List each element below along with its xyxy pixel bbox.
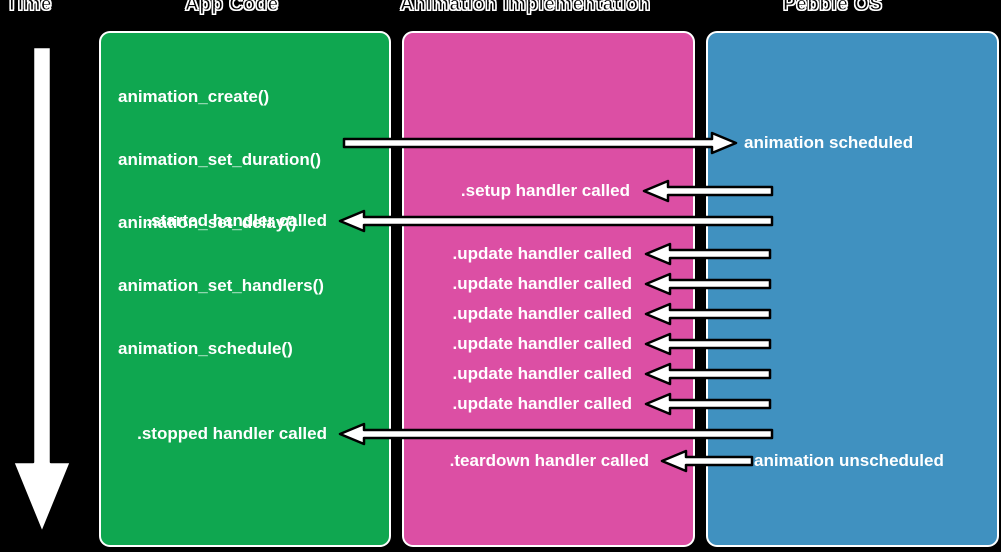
column-header-time: Time [5, 0, 53, 16]
message-label-update-handler: .update handler called [452, 334, 633, 353]
message-row: animation scheduled [0, 130, 1001, 156]
code-line: animation_create() [118, 87, 270, 106]
message-row: .teardown handler called animation unsch… [0, 448, 1001, 474]
message-label-update-handler: .update handler called [452, 304, 633, 323]
message-row: .update handler called [0, 241, 1001, 267]
message-row: .update handler called [0, 271, 1001, 297]
lane-app-code [101, 33, 389, 545]
message-label-stopped-handler: .stopped handler called [137, 424, 327, 443]
time-arrow-icon [11, 45, 73, 535]
message-label-update-handler: .update handler called [452, 364, 633, 383]
column-header-animation-implementation: Animation Implementation [400, 0, 651, 16]
arrow-left-icon [338, 422, 774, 446]
message-row: .update handler called [0, 331, 1001, 357]
app-code-call-list: animation_create() animation_set_duratio… [118, 44, 324, 401]
code-line: animation_set_delay() [118, 213, 297, 232]
arrow-left-icon [644, 362, 772, 386]
arrow-left-icon [644, 332, 772, 356]
arrow-left-icon [660, 449, 754, 473]
message-row: .setup handler called [0, 178, 1001, 204]
message-row: .update handler called [0, 301, 1001, 327]
column-header-pebble-os: Pebble OS [783, 0, 883, 16]
arrow-left-icon [644, 392, 772, 416]
arrow-left-icon [642, 179, 774, 203]
arrow-left-icon [644, 302, 772, 326]
column-header-app-code: App Code [185, 0, 279, 16]
arrow-left-icon [644, 272, 772, 296]
message-label-update-handler: .update handler called [452, 394, 633, 413]
arrow-right-icon [342, 131, 738, 155]
message-label-update-handler: .update handler called [452, 244, 633, 263]
code-line: animation_set_duration() [118, 150, 322, 169]
message-row: .started handler called [0, 208, 1001, 234]
arrow-left-icon [338, 209, 774, 233]
message-label-animation-unscheduled: animation unscheduled [754, 451, 944, 470]
message-row: .update handler called [0, 361, 1001, 387]
lane-animation-implementation [404, 33, 693, 545]
code-line: animation_schedule() [118, 339, 293, 358]
code-line: animation_set_handlers() [118, 276, 324, 295]
message-row: .stopped handler called [0, 421, 1001, 447]
arrow-left-icon [644, 242, 772, 266]
message-row: .update handler called [0, 391, 1001, 417]
message-label-started-handler: .started handler called [146, 211, 327, 230]
message-label-setup-handler: .setup handler called [460, 181, 630, 200]
message-label-update-handler: .update handler called [452, 274, 633, 293]
message-label-animation-scheduled: animation scheduled [744, 133, 914, 152]
message-label-teardown-handler: .teardown handler called [449, 451, 649, 470]
